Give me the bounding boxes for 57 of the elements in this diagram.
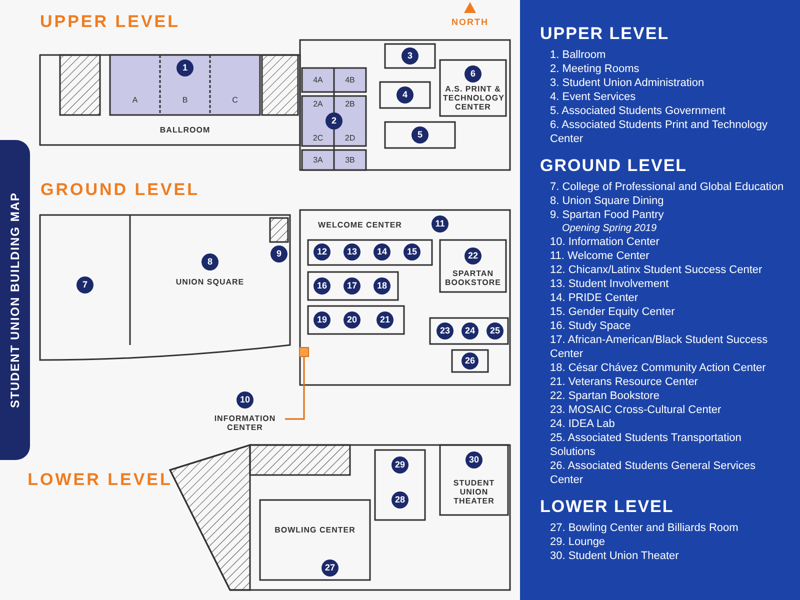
list-item: 5. Associated Students Government (550, 104, 726, 118)
list-item: 4. Event Services (550, 90, 637, 104)
level-heading: LOWER LEVEL (28, 470, 172, 490)
room-label: B (182, 96, 188, 104)
list-item: 12. Chicanx/Latinx Student Success Center (550, 263, 764, 277)
list-heading: GROUND LEVEL (540, 156, 688, 176)
list-item: 25. Associated Students Transportation Solutions (550, 431, 742, 459)
list-item: 27. Bowling Center and Billiards Room (550, 521, 740, 535)
room-label: 2D (344, 134, 356, 142)
list-item: 29. Lounge (550, 535, 606, 549)
list-item: 11. Welcome Center (550, 249, 650, 263)
area-label: BOWLING CENTER (274, 526, 356, 534)
list-item: 8. Union Square Dining (550, 194, 665, 208)
list-item: 2. Meeting Rooms (550, 62, 640, 76)
list-item: 23. MOSAIC Cross-Cultural Center (550, 403, 722, 417)
room-label: 2B (345, 100, 355, 108)
list-item: 15. Gender Equity Center (550, 305, 676, 319)
side-tab-title: STUDENT UNION BUILDING MAP (8, 192, 22, 408)
room-label: 3A (313, 156, 323, 164)
area-label: STUDENT UNION THEATER (452, 478, 496, 506)
area-label: BALLROOM (160, 126, 210, 134)
room-label: A (132, 96, 138, 104)
list-item: 3. Student Union Administration (550, 76, 706, 90)
list-item: 21. Veterans Resource Center (550, 375, 699, 389)
list-item: 6. Associated Students Print and Technology Center (550, 118, 768, 146)
list-item: 13. Student Involvement (550, 277, 670, 291)
list-item: 16. Study Space (550, 319, 632, 333)
list-heading: UPPER LEVEL (540, 24, 670, 44)
room-label: 2C (312, 134, 324, 142)
area-label: UNION SQUARE (176, 278, 244, 286)
area-label: WELCOME CENTER (318, 220, 402, 230)
list-item: 18. César Chávez Community Action Center (550, 361, 767, 375)
area-label: A.S. PRINT & TECHNOLOGY CENTER (443, 84, 503, 112)
list-item: 14. PRIDE Center (550, 291, 640, 305)
list-item: 1. Ballroom (550, 48, 607, 62)
room-label: 3B (345, 156, 355, 164)
list-item: 24. IDEA Lab (550, 417, 616, 431)
list-item: 10. Information Center (550, 235, 660, 249)
room-label: 4A (313, 76, 323, 84)
list-item: 30. Student Union Theater (550, 549, 680, 563)
location-marker (299, 347, 309, 357)
room-label: 4B (345, 76, 355, 84)
leader-line (285, 357, 305, 420)
list-item: 7. College of Professional and Global Education (550, 180, 785, 194)
room-label: 2A (313, 100, 323, 108)
list-item: 22. Spartan Bookstore (550, 389, 660, 403)
list-item: 9. Spartan Food Pantry (550, 208, 665, 222)
area-label: INFORMATION CENTER (213, 414, 277, 432)
list-item: 26. Associated Students General Services Center (550, 459, 756, 487)
opening-date-note: Opening Spring 2019 (562, 222, 658, 235)
north-label: NORTH (452, 17, 488, 27)
list-heading: LOWER LEVEL (540, 497, 675, 517)
level-heading: GROUND LEVEL (40, 180, 200, 200)
level-heading: UPPER LEVEL (40, 12, 180, 32)
room-label: C (232, 96, 238, 104)
list-item: 17. African-American/Black Student Success Center (550, 333, 769, 361)
area-label: SPARTAN BOOKSTORE (444, 269, 502, 287)
